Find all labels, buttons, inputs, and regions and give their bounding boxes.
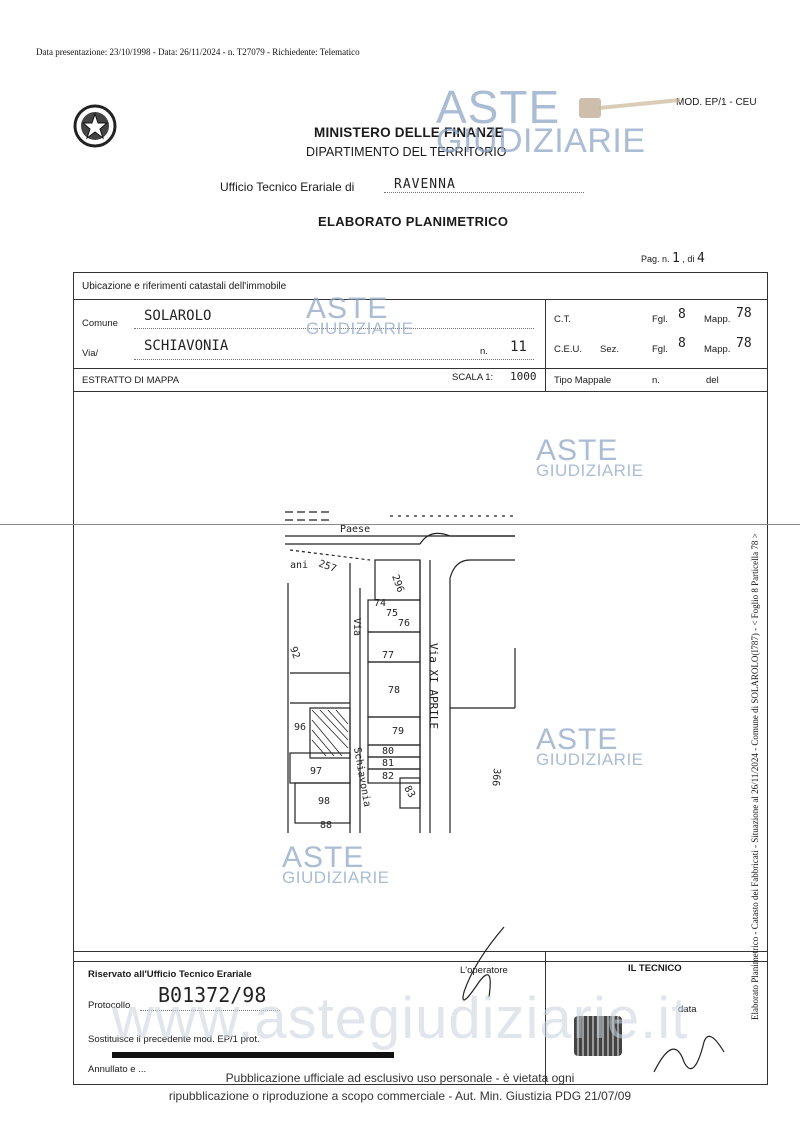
via-value: SCHIAVONIA [144, 338, 229, 354]
scala-value: 1000 [510, 370, 537, 383]
map-label-paese: Paese [340, 524, 370, 535]
annullato-label: Annullato e ... [88, 1064, 147, 1075]
department-title: DIPARTIMENTO DEL TERRITORIO [306, 145, 507, 159]
map-label-88: 88 [320, 820, 332, 831]
footer-line-2: ripubblicazione o riproduzione a scopo c… [168, 1089, 632, 1103]
gavel-icon [575, 92, 685, 133]
map-label-schiavonia: Schiavonia [351, 747, 372, 808]
signature-mark [434, 922, 524, 1022]
map-label-74: 74 [374, 598, 386, 609]
map-label-78: 78 [388, 685, 400, 696]
map-label-76: 76 [398, 618, 410, 629]
watermark-aste-2: ASTE GIUDIZIARIE [306, 292, 414, 338]
side-caption: Elaborato Planimetrico - Catasto dei Fab… [750, 533, 760, 1020]
map-label-82: 82 [382, 771, 394, 782]
republic-emblem-icon [72, 103, 118, 149]
cadastral-map: Paese ani 257 296 92 Via Via XI APRILE 7… [270, 498, 530, 838]
tecnico-data-label: data [678, 1004, 697, 1015]
ct-fgl-label: Fgl. [652, 314, 668, 325]
comune-label: Comune [82, 318, 118, 329]
estratto-label: ESTRATTO DI MAPPA [82, 375, 180, 386]
ceu-mapp-label: Mapp. [704, 344, 731, 355]
watermark-aste-5: ASTE GIUDIZIARIE [282, 841, 390, 887]
operatore-label: L'operatore [460, 965, 508, 976]
ceu-sez-label: Sez. [600, 344, 620, 355]
tecnico-label: IL TECNICO [628, 963, 682, 974]
section-title: Ubicazione e riferimenti catastali dell'… [82, 281, 287, 292]
tipo-del-label: del [706, 375, 719, 386]
ct-fgl-value: 8 [678, 307, 686, 322]
watermark-aste-3: ASTE GIUDIZIARIE [536, 434, 644, 480]
watermark-aste-4: ASTE GIUDIZIARIE [536, 723, 644, 769]
watermark-site: www.astegiudiziarie.it [111, 986, 689, 1051]
document-title: ELABORATO PLANIMETRICO [318, 214, 509, 229]
via-number-label: n. [480, 346, 488, 357]
office-label: Ufficio Tecnico Erariale di [220, 180, 355, 194]
comune-value: SOLAROLO [144, 308, 212, 324]
map-label-92: 92 [287, 645, 301, 660]
tipo-mappale-label: Tipo Mappale [554, 375, 612, 386]
watermark-aste-top: ASTE GIUDIZIARIE [436, 81, 646, 161]
presentation-header: Data presentazione: 23/10/1998 - Data: 2… [36, 47, 360, 57]
map-label-80: 80 [382, 746, 394, 757]
reserved-label: Riservato all'Ufficio Tecnico Erariale [88, 969, 252, 980]
via-number-value: 11 [510, 339, 527, 355]
ceu-mapp-value: 78 [736, 336, 752, 351]
map-label-77: 77 [382, 650, 394, 661]
map-label-75: 75 [386, 608, 398, 619]
tecnico-signature-mark [644, 1022, 734, 1082]
map-label-via-xi-aprile: Via XI APRILE [427, 643, 440, 729]
protocollo-value: B01372/98 [158, 983, 267, 1007]
sostituisce-label: Sostituisce il precedente mod. EP/1 prot… [88, 1034, 260, 1045]
redaction-bar [112, 1052, 394, 1058]
bottom-block: Riservato all'Ufficio Tecnico Erariale L… [73, 926, 768, 1085]
ct-mapp-label: Mapp. [704, 314, 731, 325]
tipo-n-label: n. [652, 375, 660, 386]
stamp-mark [574, 1016, 622, 1056]
office-value: RAVENNA [394, 177, 456, 192]
protocollo-label: Protocollo [88, 1000, 131, 1011]
office-dotline [384, 192, 584, 193]
ceu-label: C.E.U. [554, 344, 582, 355]
scala-label: SCALA 1: [452, 372, 494, 383]
model-code: MOD. EP/1 - CEU [676, 97, 757, 108]
map-label-81: 81 [382, 758, 394, 769]
map-label-366: 366 [489, 768, 502, 787]
map-label-ani: ani [290, 560, 308, 571]
map-label-296: 296 [389, 573, 406, 594]
ct-label: C.T. [554, 314, 571, 325]
via-label: Via/ [82, 348, 99, 359]
page-indicator: Pag. n. 1 , di 4 [641, 251, 705, 266]
scan-line [0, 524, 800, 525]
footer-line-1: Pubblicazione ufficiale ad esclusivo uso… [225, 1071, 575, 1085]
map-label-97: 97 [310, 766, 322, 777]
map-label-98: 98 [318, 796, 330, 807]
map-label-257: 257 [317, 558, 338, 575]
map-label-79: 79 [392, 726, 404, 737]
ministry-title: MINISTERO DELLE FINANZE [314, 125, 504, 140]
ceu-fgl-label: Fgl. [652, 344, 668, 355]
map-label-83: 83 [401, 784, 417, 800]
map-label-96: 96 [294, 722, 306, 733]
main-frame: Ubicazione e riferimenti catastali dell'… [73, 272, 768, 962]
ceu-fgl-value: 8 [678, 336, 686, 351]
ct-mapp-value: 78 [736, 306, 752, 321]
map-label-via-left: Via [351, 618, 362, 636]
